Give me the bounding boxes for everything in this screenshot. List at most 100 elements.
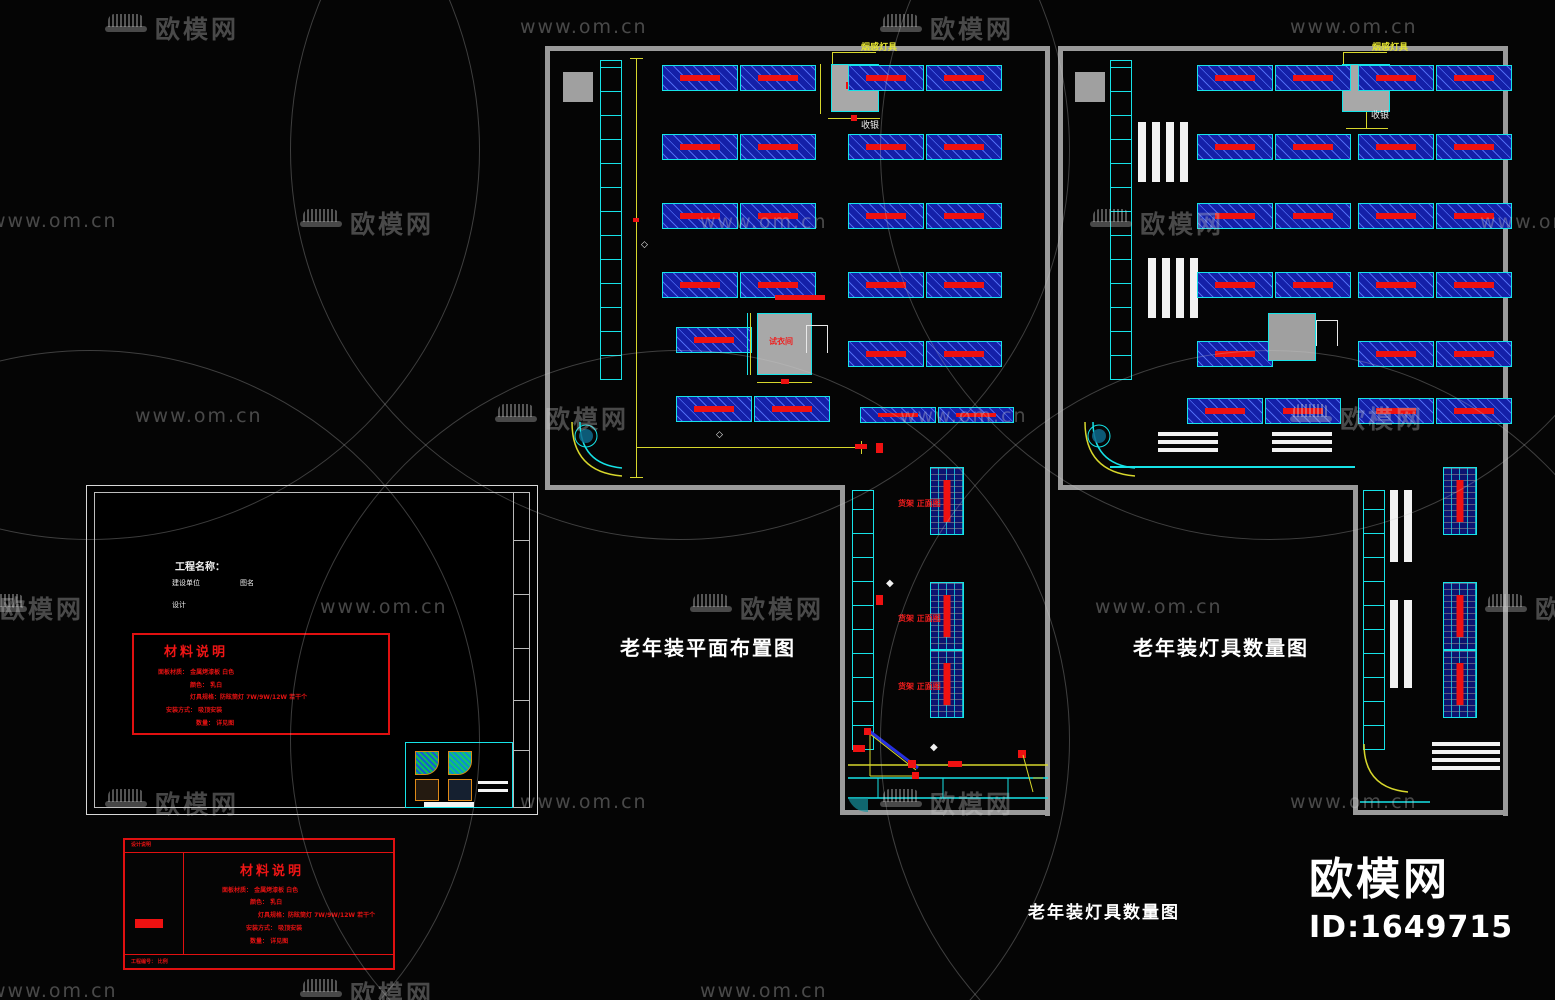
legend-swatch [415, 779, 439, 801]
dimension-label: ◇ [716, 430, 723, 440]
fitting-room-dim [750, 313, 751, 375]
cashier-dim-vert [820, 64, 821, 114]
shelf-unit [754, 396, 830, 422]
section-marker: ◆ [886, 578, 894, 589]
lamp-callout-leader [832, 52, 833, 70]
watermark-brand: 欧模网 [930, 15, 1015, 44]
light-fixture-row [1158, 448, 1218, 452]
rack-front-view [930, 467, 964, 535]
shelf-unit [926, 134, 1002, 160]
light-fixture [1404, 600, 1412, 688]
shelf-unit [740, 272, 816, 298]
builder-label: 建设单位 [172, 579, 200, 587]
wall-bottom-left [1058, 485, 1358, 490]
shelf-unit [1197, 65, 1273, 91]
legend-rule [424, 802, 474, 807]
dimension-tick [636, 441, 637, 454]
material-note-2-heading: 材料说明 [240, 864, 305, 879]
shelf-unit [1436, 203, 1512, 229]
light-fixture-row [1158, 440, 1218, 444]
entry-curve [570, 420, 632, 482]
note-header-cell: 设计说明 [131, 842, 152, 848]
lamp-callout-leader [1343, 52, 1344, 70]
fitting-room [1268, 313, 1316, 361]
light-fixture-row [1272, 432, 1332, 436]
dimension-marker [633, 218, 639, 222]
section-dot [876, 443, 883, 453]
ceiling-lamp-label: 烟感灯具 [1372, 43, 1409, 53]
mirror-line [1316, 320, 1338, 321]
shelf-unit [1436, 398, 1512, 424]
shelf-unit [1436, 65, 1512, 91]
cashier-dimension [1346, 128, 1388, 129]
sofa-icon [690, 590, 732, 614]
watermark-url: www.om.cn [135, 405, 263, 427]
legend-swatch [448, 779, 472, 801]
watermark-brand: 欧模网 [1535, 595, 1555, 624]
material-note-line: 灯具规格：防眩筒灯 7W/9W/12W 若干个 [190, 694, 308, 701]
note-rule [123, 954, 395, 955]
dimension-label: ◇ [641, 240, 648, 250]
material-note-2-line: 面板材质： 金属烤漆板 白色 [222, 887, 299, 894]
sofa-icon [105, 10, 147, 34]
light-fixture [1190, 258, 1198, 318]
rack-front-view [1443, 467, 1477, 535]
watermark-url: www.om.cn [520, 16, 648, 38]
light-fixture-row [1272, 448, 1332, 452]
material-note-2-line: 安装方式： 吸顶安装 [246, 925, 303, 932]
shelf-unit [1197, 272, 1273, 298]
legend-rule [478, 789, 508, 792]
shelf-unit [1358, 272, 1434, 298]
watermark-url: www.om.cn [0, 210, 118, 232]
dimension-tick [630, 477, 643, 478]
sofa-icon [300, 205, 342, 229]
shelf-unit [848, 65, 924, 91]
cashier-label: 收银 [861, 121, 880, 131]
material-note-line: 颜色： 乳白 [190, 682, 223, 689]
material-note-2-line: 颜色： 乳白 [250, 899, 283, 906]
shelf-unit [926, 272, 1002, 298]
brand-id: ID:1649715 [1309, 910, 1514, 945]
fitting-room-label: 试衣间 [769, 337, 793, 346]
entrance-curve [1360, 740, 1430, 810]
entrance-detail [848, 720, 1053, 815]
shelf-unit [1358, 398, 1434, 424]
wall-shelf-left [1110, 60, 1132, 380]
watermark-arc [0, 0, 480, 540]
title-block-divider [513, 492, 514, 808]
shelf-unit [1275, 134, 1351, 160]
drawing-name-label: 图名 [240, 579, 254, 587]
light-fixture [1390, 490, 1398, 562]
title-block-rule [513, 648, 530, 649]
rack-front-view [1443, 650, 1477, 718]
light-fixture [1162, 258, 1170, 318]
shelf-unit [1358, 65, 1434, 91]
dimension-tick [630, 58, 643, 59]
material-note-heading: 材料说明 [164, 645, 229, 660]
watermark-brand: 欧模网 [740, 595, 825, 624]
watermark-url: www.om.cn [0, 980, 118, 1000]
dim-dot [781, 379, 789, 384]
watermark-url: www.om.cn [1095, 596, 1223, 618]
rack-label: 货架 正面图 [898, 682, 941, 691]
light-fixture [1176, 258, 1184, 318]
floor-edge [1110, 466, 1355, 468]
light-fixture-row [1272, 440, 1332, 444]
mirror-line [806, 325, 828, 326]
shelf-unit [1358, 341, 1434, 367]
legend-rule [478, 781, 508, 784]
wall-shelf-left [600, 60, 622, 380]
watermark-url: www.om.cn [1290, 16, 1418, 38]
right-plan-title: 老年装灯具数量图 [1133, 636, 1309, 660]
material-note-2-line: 数量： 详见图 [250, 938, 289, 945]
mirror-line [806, 325, 807, 353]
material-note-box-2 [123, 838, 395, 970]
wall-mid-vert [1353, 485, 1358, 815]
column-block [563, 72, 593, 102]
shelf-unit [848, 134, 924, 160]
title-block-rule [513, 750, 530, 751]
material-note-line: 数量： 详见图 [196, 720, 235, 727]
title-block-rule [513, 594, 530, 595]
left-plan-title: 老年装平面布置图 [620, 636, 796, 660]
